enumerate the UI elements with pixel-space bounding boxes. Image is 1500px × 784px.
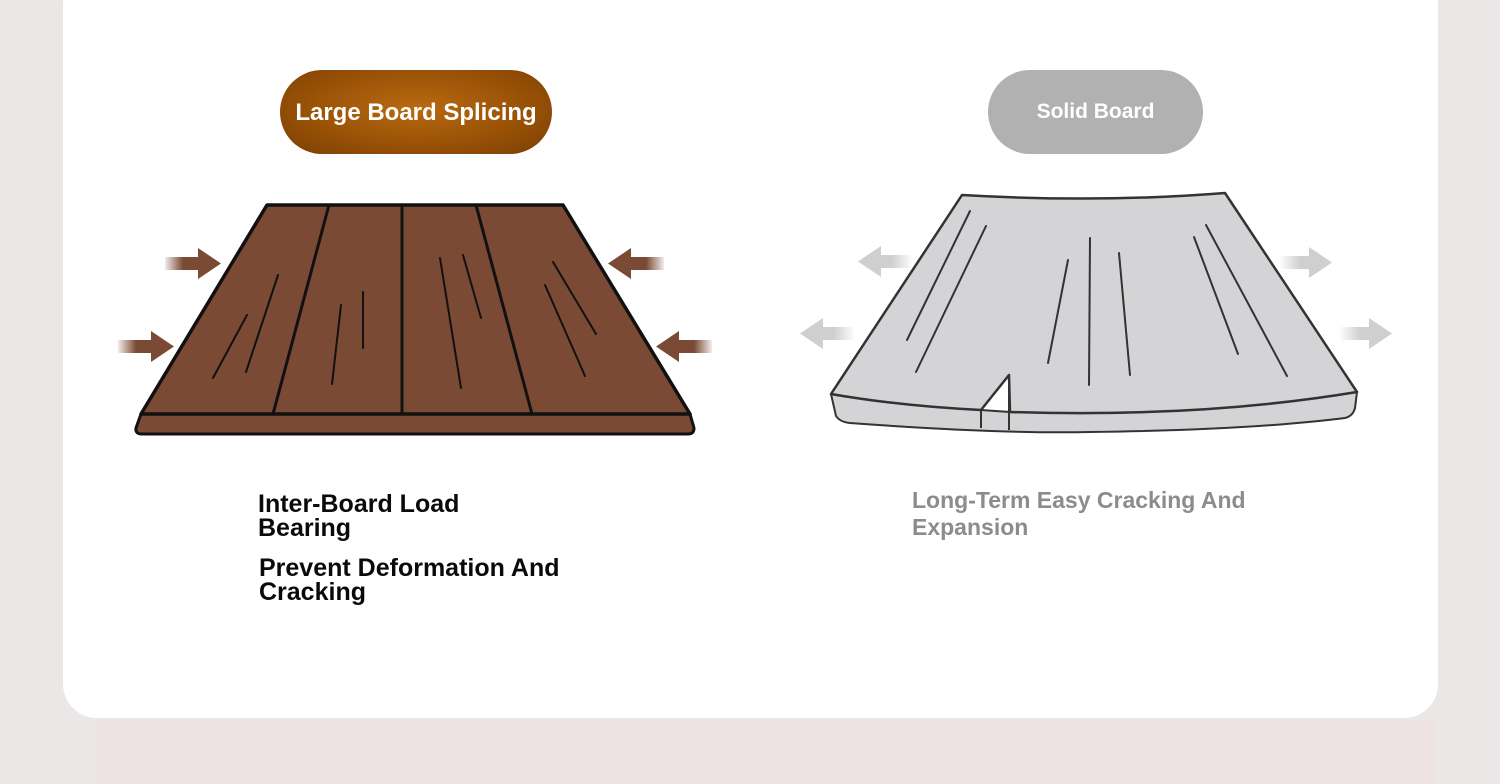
caption-prevent-deformation: Prevent Deformation And Cracking [259, 554, 560, 606]
arrow-right-icon [118, 331, 174, 362]
inward-arrows [118, 248, 712, 362]
solid-board-illustration [829, 191, 1359, 434]
arrow-left-icon [858, 246, 912, 277]
arrow-left-icon [800, 318, 854, 349]
arrow-right-icon [165, 248, 221, 279]
outward-arrows [800, 246, 1392, 349]
large-board-splicing-badge: Large Board Splicing [280, 70, 552, 154]
caption-inter-board-load-bearing: Inter-Board Load Bearing [258, 490, 460, 542]
solid-board-badge: Solid Board [988, 70, 1203, 154]
badge-label: Large Board Splicing [295, 99, 537, 126]
spliced-board-illustration [134, 203, 696, 436]
arrow-left-icon [656, 331, 712, 362]
badge-label: Solid Board [1036, 100, 1155, 123]
bottom-band [95, 720, 1435, 784]
arrow-right-icon [1340, 318, 1392, 349]
arrow-left-icon [608, 248, 664, 279]
arrow-right-icon [1280, 247, 1332, 278]
caption-cracking-expansion: Long-Term Easy Cracking And Expansion [912, 487, 1246, 540]
